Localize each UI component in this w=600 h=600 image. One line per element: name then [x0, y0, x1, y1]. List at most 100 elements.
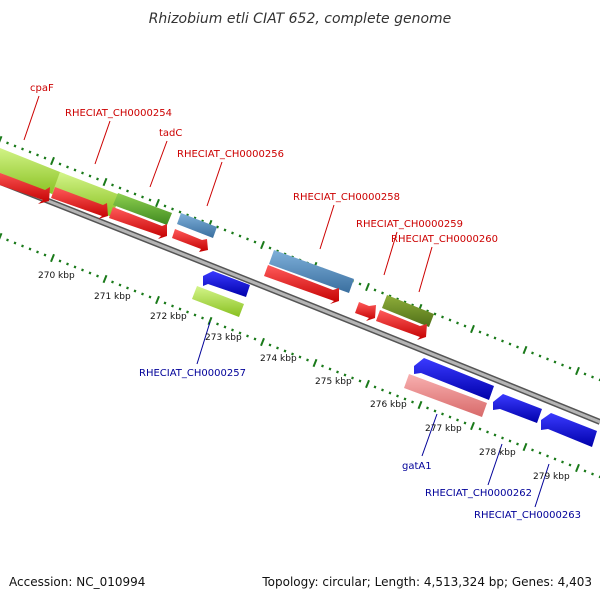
minor-tick	[328, 367, 332, 371]
genome-backbone	[0, 178, 600, 425]
forward-cds-arrow-6[interactable]	[355, 302, 376, 321]
reverse-leader-lines	[196, 321, 550, 508]
forward-cds-arrow-2[interactable]	[51, 187, 108, 219]
reverse-gene-blue-arrow-1[interactable]	[203, 271, 250, 297]
genome-summary-text: Topology: circular; Length: 4,513,324 bp…	[261, 575, 592, 589]
minor-tick	[591, 375, 594, 379]
kbp-label: 278 kbp	[479, 448, 516, 458]
minor-tick	[73, 168, 77, 172]
forward-gene-cpaf-bar[interactable]	[0, 146, 65, 196]
minor-tick	[36, 250, 39, 254]
forward-gene-0258-bar[interactable]	[269, 250, 354, 293]
gene-label-0254[interactable]: RHECIAT_CH0000254	[65, 108, 172, 119]
forward-gene-tadc-bar[interactable]	[113, 193, 172, 225]
minor-tick	[43, 156, 47, 160]
minor-tick	[516, 345, 519, 349]
forward-leader-lines	[23, 95, 433, 293]
minor-tick	[591, 472, 594, 476]
minor-tick	[223, 228, 227, 232]
minor-tick	[358, 282, 362, 286]
minor-tick	[291, 352, 294, 356]
minor-tick	[433, 312, 437, 316]
major-tick	[207, 316, 213, 326]
reverse-gene-gata1-bar[interactable]	[404, 374, 487, 417]
major-tick	[470, 324, 475, 334]
major-tick	[365, 282, 370, 292]
minor-tick	[433, 409, 437, 413]
minor-tick	[118, 186, 122, 190]
minor-tick	[13, 241, 17, 245]
gene-label-0262[interactable]: RHECIAT_CH0000262	[425, 488, 532, 499]
minor-tick	[111, 280, 114, 284]
minor-tick	[178, 307, 182, 311]
forward-gene-0256-bar[interactable]	[177, 213, 217, 238]
minor-tick	[388, 391, 392, 395]
minor-tick	[531, 448, 534, 452]
gene-label-0260[interactable]: RHECIAT_CH0000260	[391, 234, 498, 245]
minor-tick	[561, 363, 564, 367]
reverse-gene-0263-arrow[interactable]	[541, 413, 597, 447]
minor-tick	[141, 292, 144, 296]
minor-tick	[171, 304, 174, 308]
minor-tick	[223, 325, 227, 329]
minor-tick	[81, 171, 84, 175]
minor-tick	[58, 162, 62, 166]
minor-tick	[321, 364, 324, 368]
major-tick	[522, 345, 528, 355]
minor-tick	[486, 333, 489, 337]
minor-tick	[178, 210, 182, 214]
major-tick	[260, 240, 265, 250]
gene-label-gata1[interactable]: gatA1	[402, 461, 432, 472]
major-tick	[155, 295, 160, 305]
minor-tick	[538, 451, 542, 455]
minor-tick	[283, 349, 287, 353]
minor-tick	[246, 237, 249, 241]
forward-cds-arrow-4[interactable]	[172, 229, 208, 252]
minor-tick	[508, 439, 512, 443]
minor-tick	[568, 366, 572, 370]
gene-label-0256[interactable]: RHECIAT_CH0000256	[177, 149, 284, 160]
minor-tick	[493, 433, 497, 437]
minor-tick	[501, 339, 504, 343]
gene-label-0257[interactable]: RHECIAT_CH0000257	[139, 368, 246, 379]
minor-tick	[13, 144, 17, 148]
minor-tick	[21, 147, 24, 151]
minor-tick	[508, 342, 512, 346]
major-tick	[0, 232, 3, 240]
kbp-label: 275 kbp	[315, 377, 352, 387]
minor-tick	[403, 397, 407, 401]
forward-cds-arrow-3[interactable]	[109, 207, 167, 239]
forward-gene-0260-bar[interactable]	[382, 295, 434, 327]
gene-label-0258[interactable]: RHECIAT_CH0000258	[293, 192, 400, 203]
reverse-gene-0257-bar[interactable]	[192, 286, 244, 317]
minor-tick	[28, 150, 32, 154]
reverse-gene-0262-arrow[interactable]	[493, 394, 542, 423]
kbp-label: 276 kbp	[370, 400, 407, 410]
minor-tick	[43, 253, 47, 257]
minor-tick	[381, 291, 384, 295]
minor-tick	[6, 238, 9, 242]
minor-tick	[373, 385, 377, 389]
minor-tick	[501, 436, 504, 440]
minor-tick	[441, 412, 444, 416]
minor-tick	[336, 370, 339, 374]
minor-tick	[141, 195, 144, 199]
gene-label-cpaf[interactable]: cpaF	[30, 83, 54, 94]
major-tick	[522, 442, 528, 452]
minor-tick	[268, 246, 272, 250]
kbp-label: 273 kbp	[205, 333, 242, 343]
forward-cds-arrow-5[interactable]	[264, 265, 339, 304]
gene-label-tadc[interactable]: tadC	[159, 128, 182, 139]
gene-label-0259[interactable]: RHECIAT_CH0000259	[356, 219, 463, 230]
minor-tick	[568, 463, 572, 467]
major-tick	[260, 337, 265, 347]
major-tick	[575, 366, 580, 376]
forward-cds-arrow-1[interactable]	[0, 169, 50, 204]
minor-tick	[148, 295, 152, 299]
forward-cds-arrow-7[interactable]	[376, 310, 427, 340]
minor-tick	[231, 231, 234, 235]
reverse-gene-blue-arrow-2[interactable]	[414, 358, 494, 400]
minor-tick	[28, 247, 32, 251]
gene-label-0263[interactable]: RHECIAT_CH0000263	[474, 510, 581, 521]
kbp-label: 271 kbp	[94, 292, 131, 302]
